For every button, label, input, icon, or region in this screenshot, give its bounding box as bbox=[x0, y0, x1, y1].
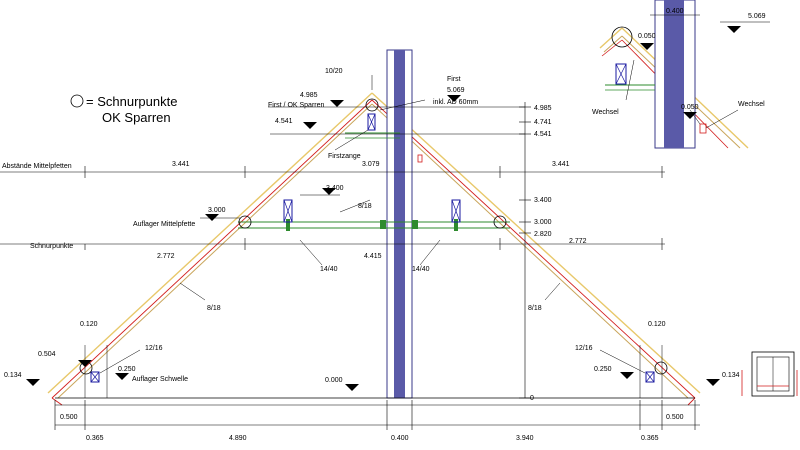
label-firstzange: Firstzange bbox=[328, 153, 361, 160]
inset-label-wechsel-left: Wechsel bbox=[592, 109, 619, 116]
level-2820: 2.820 bbox=[534, 231, 552, 238]
dim-3441-right: 3.441 bbox=[552, 161, 570, 168]
level-0250-right: 0.250 bbox=[594, 366, 612, 373]
purlin-left bbox=[283, 199, 293, 223]
inset-label-wechsel-right: Wechsel bbox=[738, 101, 765, 108]
inset-dim-0400: 0.400 bbox=[666, 8, 684, 15]
label-first-note: inkl. AD 60mm bbox=[433, 99, 478, 106]
section-10-20: 10/20 bbox=[325, 68, 343, 75]
section-8-18-beam: 8/18 bbox=[358, 203, 372, 210]
section-12-16-left: 12/16 bbox=[145, 345, 163, 352]
dim-3079: 3.079 bbox=[362, 161, 380, 168]
level-0120-left: 0.120 bbox=[80, 321, 98, 328]
dim-0365-right: 0.365 bbox=[641, 435, 659, 442]
inset-level-0050-top: 0.050 bbox=[638, 33, 656, 40]
dim-2772-left: 2.772 bbox=[157, 253, 175, 260]
roof-outline-red bbox=[51, 99, 696, 406]
dim-0400: 0.400 bbox=[391, 435, 409, 442]
label-schnurpunkte: Schnurpunkte bbox=[30, 243, 73, 250]
dim-2772-right: 2.772 bbox=[569, 238, 587, 245]
dim-0500-right: 0.500 bbox=[666, 414, 684, 421]
level-0134-right: 0.134 bbox=[722, 372, 740, 379]
window-symbol bbox=[741, 351, 798, 397]
inset-level-0050-bottom: 0.050 bbox=[681, 104, 699, 111]
legend-line1: = Schnurpunkte bbox=[86, 94, 177, 109]
sill-right bbox=[645, 371, 655, 383]
label-first-value: 5.069 bbox=[447, 87, 465, 94]
level-0250-left: 0.250 bbox=[118, 366, 136, 373]
dim-4415: 4.415 bbox=[364, 253, 382, 260]
dim-4890: 4.890 bbox=[229, 435, 247, 442]
level-4985-left: 4.985 bbox=[300, 92, 318, 99]
dim-0500-left: 0.500 bbox=[60, 414, 78, 421]
section-14-40-left: 14/40 bbox=[320, 266, 338, 273]
label-auflager-mittelpfette: Auflager Mittelpfette bbox=[133, 221, 195, 228]
chimney bbox=[386, 49, 413, 399]
level-3400: 3.400 bbox=[534, 197, 552, 204]
level-4985: 4.985 bbox=[534, 105, 552, 112]
level-3400-left: 3.400 bbox=[326, 185, 344, 192]
inset-level-5069: 5.069 bbox=[748, 13, 766, 20]
level-0120-right: 0.120 bbox=[648, 321, 666, 328]
level-markers bbox=[26, 95, 720, 391]
labels: 10/20 4.985 First / OK Sparren 4.541 Fir… bbox=[2, 68, 740, 442]
level-3000: 3.000 bbox=[534, 219, 552, 226]
section-12-16-right: 12/16 bbox=[575, 345, 593, 352]
section-14-40-right: 14/40 bbox=[412, 266, 430, 273]
dim-3940: 3.940 bbox=[516, 435, 534, 442]
label-first-ok: First / OK Sparren bbox=[268, 102, 325, 109]
legend-line2: OK Sparren bbox=[102, 110, 171, 125]
level-4741: 4.741 bbox=[534, 119, 552, 126]
section-8-18-left: 8/18 bbox=[207, 305, 221, 312]
label-auflager-schwelle: Auflager Schwelle bbox=[132, 376, 188, 383]
dim-3441-left: 3.441 bbox=[172, 161, 190, 168]
purlin-right bbox=[451, 199, 461, 223]
dim-0365-left: 0.365 bbox=[86, 435, 104, 442]
collar-beam bbox=[238, 219, 510, 231]
level-zero: 0 bbox=[530, 395, 534, 402]
label-first: First bbox=[447, 76, 461, 83]
level-3000-left: 3.000 bbox=[208, 207, 226, 214]
level-0504: 0.504 bbox=[38, 351, 56, 358]
ridge-detail-inset: 0.400 5.069 0.050 0.050 Wechsel Wechsel bbox=[585, 0, 800, 150]
sill-left bbox=[90, 371, 100, 383]
level-0134-left: 0.134 bbox=[4, 372, 22, 379]
level-4541-left: 4.541 bbox=[275, 118, 293, 125]
legend-circle-icon bbox=[70, 94, 84, 108]
ridge-purlin bbox=[367, 113, 376, 131]
label-abstaende: Abstände Mittelpfetten bbox=[2, 163, 72, 170]
schnurpunkt-markers bbox=[79, 98, 668, 375]
level-0000: 0.000 bbox=[325, 377, 343, 384]
rafters bbox=[47, 92, 701, 399]
section-8-18-right: 8/18 bbox=[528, 305, 542, 312]
level-4541: 4.541 bbox=[534, 131, 552, 138]
